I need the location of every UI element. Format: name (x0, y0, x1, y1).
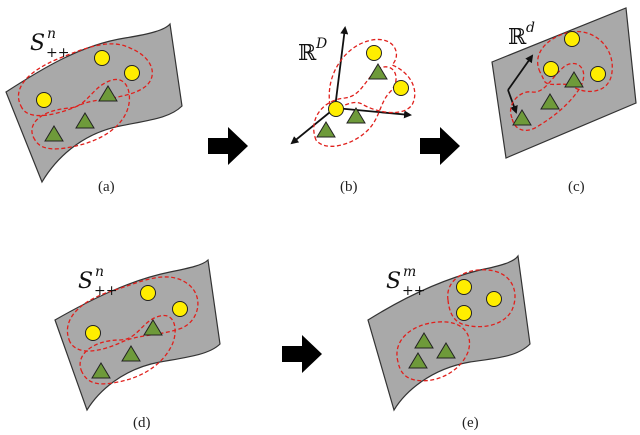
circle-marker (94, 50, 110, 66)
space-label-sub: ++ (94, 283, 117, 299)
circle-marker (85, 325, 101, 341)
circle-marker (328, 101, 344, 117)
space-label-sup: m (403, 264, 416, 280)
triangle-cluster-outline (31, 78, 131, 150)
caption-d: (d) (133, 415, 151, 431)
spd-manifold-surface (5, 22, 183, 184)
space-label: S (386, 269, 401, 294)
circle-cluster-outline (537, 30, 613, 92)
caption-a: (a) (98, 179, 115, 195)
triangle-cluster-outline (509, 62, 585, 132)
circle-markers (456, 279, 502, 321)
caption-e: (e) (462, 415, 479, 431)
caption-c: (c) (568, 179, 585, 195)
circle-markers (328, 45, 409, 117)
circle-markers (543, 31, 606, 82)
caption-b: (b) (340, 179, 358, 195)
panel-c: ℝ d (c) (491, 7, 637, 195)
circle-markers (85, 285, 188, 341)
basis-axis-up (507, 54, 534, 91)
circle-marker (590, 66, 606, 82)
circle-marker (456, 305, 472, 321)
panel-d: S n ++ (d) (54, 258, 221, 431)
space-label: S (30, 31, 45, 56)
triangle-markers (316, 63, 388, 138)
triangle-cluster-outline (396, 321, 471, 382)
circle-marker (564, 31, 580, 47)
triangle-marker (316, 121, 336, 138)
circle-cluster-outline (17, 43, 153, 117)
space-label: ℝ (508, 25, 527, 50)
circle-cluster-outline (66, 276, 199, 352)
flow-arrow-icon (282, 335, 322, 373)
axis-right (334, 107, 412, 119)
flow-arrow-icon (208, 127, 248, 165)
triangle-cluster-outline (79, 314, 176, 385)
circle-marker (140, 285, 156, 301)
space-label-sup: d (526, 20, 535, 36)
circle-markers (36, 50, 140, 108)
space-label: S (78, 269, 93, 294)
triangle-cluster-outline (313, 66, 397, 147)
space-label-sup: n (47, 26, 56, 42)
circle-marker (172, 301, 188, 317)
circle-marker (486, 291, 502, 307)
space-label-sub: ++ (402, 283, 425, 299)
circle-marker (124, 65, 140, 81)
space-label-sup: D (315, 36, 327, 52)
panel-e: S m ++ (e) (367, 254, 531, 431)
circle-marker (393, 80, 409, 96)
circle-marker (36, 92, 52, 108)
panel-a: S n ++ (a) (5, 22, 183, 195)
basis-axis-down (507, 89, 518, 114)
circle-marker (366, 45, 382, 61)
space-label: ℝ (298, 41, 317, 66)
space-label-sup: n (95, 264, 104, 280)
space-label-sub: ++ (46, 45, 69, 61)
panel-b: ℝ D (b) (290, 26, 416, 195)
flow-arrow-icon (420, 127, 460, 165)
circle-cluster-outline (328, 38, 416, 114)
axis-vertical (334, 26, 349, 109)
circle-cluster-outline (447, 269, 516, 328)
circle-marker (543, 61, 559, 77)
circle-marker (456, 279, 472, 295)
